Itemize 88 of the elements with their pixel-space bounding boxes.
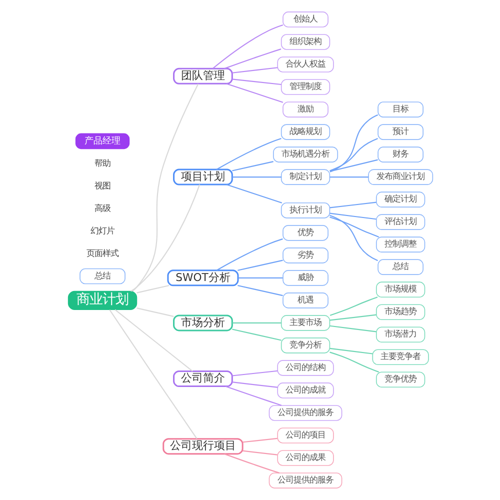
connector (216, 238, 282, 271)
connector (329, 325, 376, 332)
connector (242, 450, 277, 456)
connector (232, 67, 278, 74)
connector (242, 438, 277, 443)
node-box: 市场机遇分析 (272, 146, 338, 162)
connector (131, 84, 198, 292)
connector (329, 159, 378, 172)
node-box: 评估计划 (375, 214, 425, 230)
connector (232, 161, 273, 172)
label: 幻灯片 (90, 225, 114, 236)
node-box: 公司提供的服务 (268, 472, 342, 488)
connector (224, 386, 282, 406)
node-box: 公司的成就 (276, 382, 334, 398)
node-box: 总结 (79, 268, 125, 284)
node-box: 市场分析 (172, 314, 232, 332)
connector (108, 310, 197, 439)
connector (216, 138, 281, 170)
connector (329, 114, 378, 172)
node-box: 预计 (377, 124, 423, 140)
node-box: 总结 (377, 259, 423, 276)
node-box: 组织架构 (280, 34, 330, 50)
connector (232, 322, 281, 324)
node-box: 公司现行项目 (162, 438, 243, 455)
node-box: 执行计划 (280, 202, 330, 218)
node-box: 战略规划 (280, 124, 330, 140)
node-box: 主要竞争者 (372, 349, 428, 366)
node-box: 公司的成果 (276, 450, 334, 466)
connector (232, 382, 278, 388)
label: 页面样式 (86, 248, 118, 258)
connector (226, 184, 282, 204)
node-box: 项目计划 (172, 168, 232, 186)
connector (232, 176, 281, 178)
label: 产品经理 (84, 136, 120, 147)
node-box: 控制调整 (375, 236, 425, 252)
node-box: 劣势 (282, 248, 328, 264)
label: 视图 (94, 180, 110, 190)
node-box: 发布商业计划 (368, 169, 433, 185)
node-box: 合伙人权益 (276, 56, 334, 72)
node-box: 公司的项目 (276, 428, 334, 444)
node-box: 管理制度 (280, 79, 330, 95)
connector (232, 328, 281, 341)
connector (224, 453, 280, 474)
connector (212, 24, 283, 69)
node-box: 创始人 (282, 12, 328, 28)
connector (130, 184, 200, 292)
node-box: 公司简介 (172, 370, 232, 388)
node-box: SWOT分析 (166, 270, 238, 286)
connector (114, 309, 192, 372)
node-box: 市场趋势 (375, 304, 425, 320)
connector (329, 216, 378, 238)
connector (329, 352, 378, 373)
connector (226, 83, 283, 103)
connector (237, 284, 282, 296)
node-box: 市场潜力 (375, 326, 425, 343)
node-box: 确定计划 (375, 192, 425, 208)
connector (224, 48, 281, 70)
connector (329, 138, 378, 172)
connector (232, 370, 278, 376)
connector (329, 176, 368, 178)
node-box: 威胁 (282, 270, 328, 286)
node-box: 机遇 (282, 292, 328, 308)
node-box: 制定计划 (280, 169, 330, 185)
node-box: 商业计划 (67, 290, 137, 310)
node-box: 目标 (377, 102, 423, 118)
node-box: 竞争优势 (375, 372, 425, 388)
node-box: 公司的结构 (276, 360, 334, 376)
node-box: 优势 (282, 224, 328, 241)
label: 高级 (94, 202, 110, 213)
node-box: 激励 (282, 102, 328, 118)
connector (329, 348, 372, 354)
connector (329, 202, 376, 208)
node-box: 财务 (377, 146, 423, 162)
connector (237, 260, 282, 271)
node-box: 团队管理 (172, 68, 232, 84)
connector (329, 214, 378, 262)
node-box: 市场规模 (375, 282, 425, 298)
connector (232, 78, 281, 86)
label: 帮助 (94, 158, 110, 168)
connector (136, 284, 169, 294)
connector (238, 277, 282, 278)
connector (329, 212, 376, 220)
node-box: 主要市场 (280, 315, 330, 331)
connector (136, 308, 174, 317)
node-box: 竞争分析 (280, 338, 330, 354)
connector (329, 314, 376, 321)
connector (329, 296, 378, 316)
node-box: 公司提供的服务 (268, 405, 342, 421)
